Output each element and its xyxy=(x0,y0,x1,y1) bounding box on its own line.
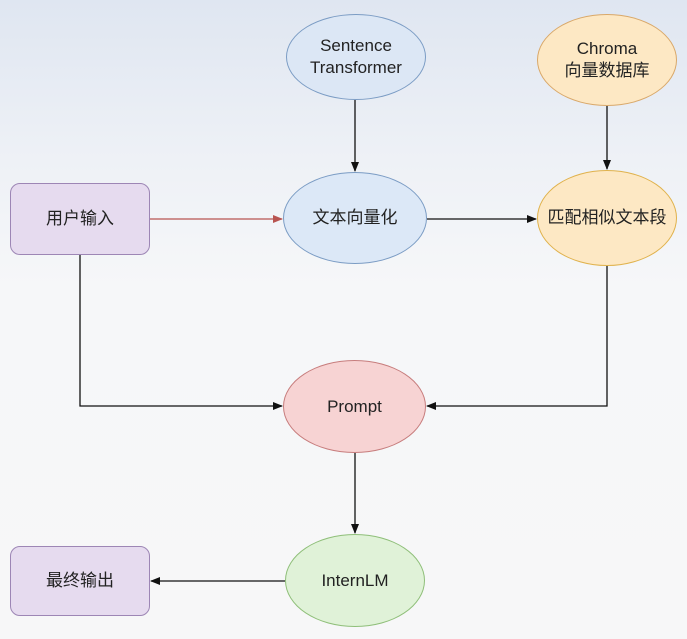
edge-match-to-prompt xyxy=(426,266,608,410)
match-similar-text-node[interactable]: 匹配相似文本段 xyxy=(537,170,677,266)
sentence-transformer-node[interactable]: Sentence Transformer xyxy=(286,14,426,100)
internlm-label: InternLM xyxy=(321,570,389,590)
final-output-node[interactable]: 最终输出 xyxy=(10,546,150,616)
chroma-label: Chroma 向量数据库 xyxy=(564,39,650,80)
final-output-label: 最终输出 xyxy=(46,571,114,590)
text-vectorize-node[interactable]: 文本向量化 xyxy=(283,172,427,264)
internlm-node[interactable]: InternLM xyxy=(285,534,425,627)
sentence-transformer-label: Sentence Transformer xyxy=(310,36,402,77)
text-vectorize-label: 文本向量化 xyxy=(312,208,398,227)
prompt-label: Prompt xyxy=(327,396,382,416)
match-similar-text-label: 匹配相似文本段 xyxy=(547,208,667,227)
edge-user-to-prompt xyxy=(79,255,283,410)
user-input-node[interactable]: 用户输入 xyxy=(10,183,150,255)
chroma-vector-db-node[interactable]: Chroma 向量数据库 xyxy=(537,14,677,106)
user-input-label: 用户输入 xyxy=(46,209,114,228)
prompt-node[interactable]: Prompt xyxy=(283,360,426,453)
